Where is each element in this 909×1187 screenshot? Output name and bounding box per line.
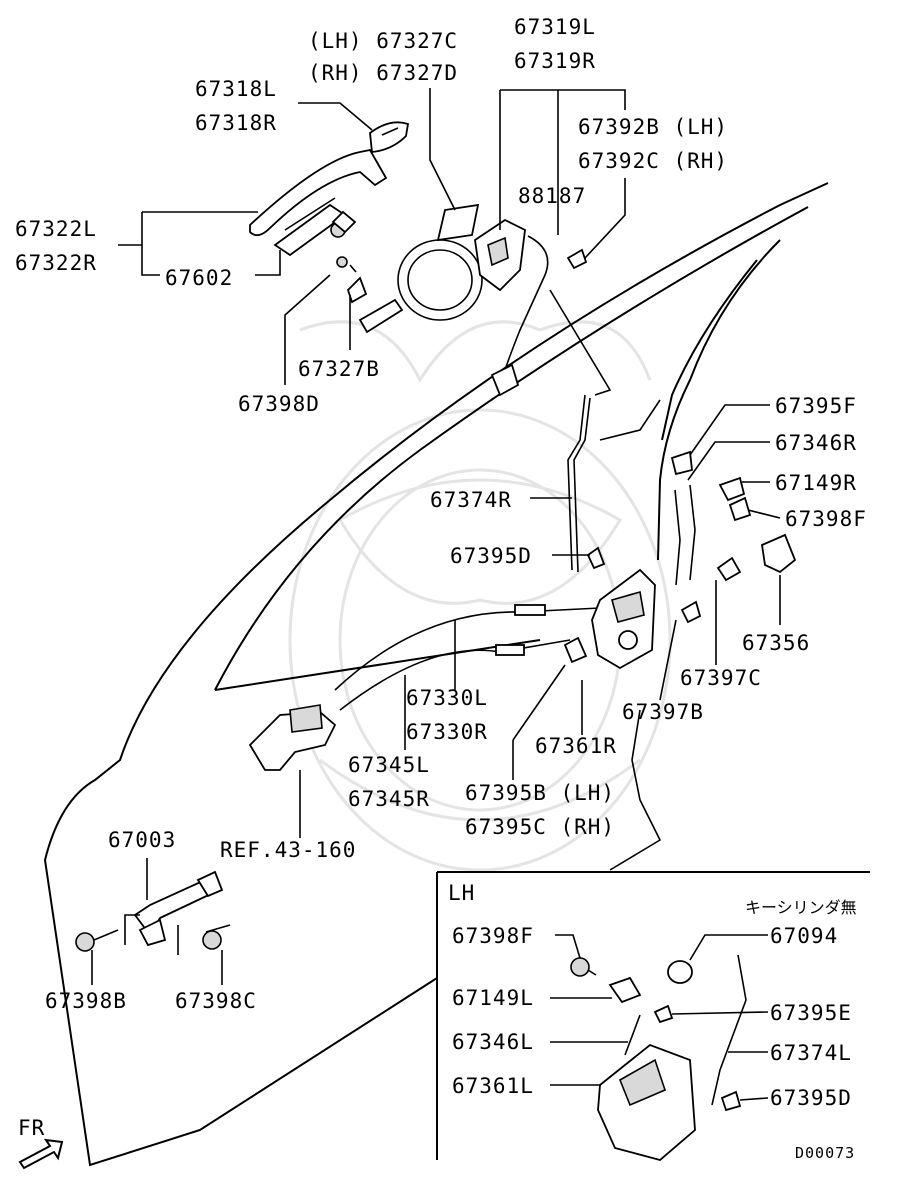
leader-lines — [91, 88, 781, 1101]
watermark-emblem — [288, 320, 672, 872]
label-67374r: 67374R — [430, 488, 512, 512]
label-fr: FR — [18, 1116, 45, 1140]
label-88187: 88187 — [518, 184, 586, 208]
label-67322r: 67322R — [15, 251, 97, 275]
label-67319r: 67319R — [514, 49, 596, 73]
label-67602: 67602 — [165, 266, 233, 290]
label-67392b: 67392B (LH) — [578, 115, 728, 139]
label-67322l: 67322L — [15, 217, 97, 241]
label-67398b: 67398B — [45, 989, 127, 1013]
label-67398f: 67398F — [785, 507, 867, 531]
label-67003: 67003 — [108, 828, 176, 852]
label-ref-43-160: REF.43-160 — [220, 838, 356, 862]
label-67345l: 67345L — [348, 753, 430, 777]
outside-handle-assembly — [249, 121, 588, 397]
label-67397b: 67397B — [622, 700, 704, 724]
inset-label-67149l: 67149L — [452, 986, 534, 1010]
inset-label-67374l: 67374L — [770, 1041, 852, 1065]
label-67392c: 67392C (RH) — [578, 149, 728, 173]
rods-and-cables — [334, 394, 696, 711]
label-67395d: 67395D — [450, 544, 532, 568]
inset-title-lh: LH — [448, 881, 475, 905]
front-direction-arrow — [18, 1138, 64, 1170]
label-67149r: 67149R — [775, 471, 857, 495]
label-67398c: 67398C — [175, 989, 257, 1013]
label-67318l: 67318L — [195, 77, 277, 101]
label-67345r: 67345R — [348, 787, 430, 811]
label-67361r: 67361R — [535, 734, 617, 758]
inset-note-no-key-cylinder: キーシリンダ無 — [745, 898, 857, 917]
label-67346r: 67346R — [775, 431, 857, 455]
inset-label-67346l: 67346L — [452, 1030, 534, 1054]
label-67356: 67356 — [742, 631, 810, 655]
lh-inset-frame — [436, 871, 870, 1160]
label-67327b: 67327B — [298, 357, 380, 381]
label-67395f: 67395F — [775, 394, 857, 418]
label-67318r: 67318R — [195, 111, 277, 135]
inside-handle-ref — [248, 704, 337, 771]
door-check-67003 — [75, 870, 231, 952]
label-67327c: (LH) 67327C — [308, 29, 458, 53]
label-67330r: 67330R — [406, 720, 488, 744]
label-67319l: 67319L — [514, 15, 596, 39]
label-67395c: 67395C (RH) — [465, 815, 615, 839]
label-67327d: (RH) 67327D — [308, 61, 458, 85]
inset-label-67395e: 67395E — [770, 1001, 852, 1025]
inset-label-67094: 67094 — [770, 924, 838, 948]
inset-label-67395d: 67395D — [770, 1086, 852, 1110]
inset-label-67361l: 67361L — [452, 1074, 534, 1098]
latch-67361r — [563, 450, 797, 670]
inset-parts — [570, 954, 747, 1161]
label-67330l: 67330L — [406, 686, 488, 710]
inset-label-67398f: 67398F — [452, 924, 534, 948]
label-67398d: 67398D — [238, 392, 320, 416]
door-outline — [43, 182, 829, 1167]
part-labels: (LH) 67327C (RH) 67327D 67319L 67319R 67… — [15, 15, 867, 1162]
label-67395b: 67395B (LH) — [465, 781, 615, 805]
label-67397c: 67397C — [680, 666, 762, 690]
diagram-id: D00073 — [795, 1144, 855, 1162]
